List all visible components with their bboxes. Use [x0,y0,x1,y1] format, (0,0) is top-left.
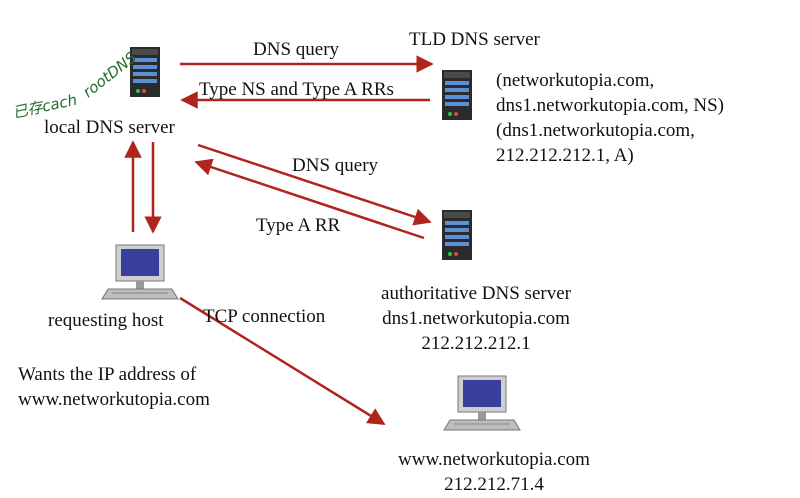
requesting-host-label: requesting host [48,310,164,331]
host-note-line-1: Wants the IP address of [18,364,197,385]
web-server-computer-icon [443,375,521,431]
web-server-label-line-2: 212.212.71.4 [444,474,544,495]
arrow-auth-query [197,143,432,226]
tld-record-line-2: dns1.networkutopia.com, NS) [496,95,724,116]
host-note-line-2: www.networkutopia.com [18,389,210,410]
label-auth-reply: Type A RR [256,215,341,236]
label-auth-query: DNS query [292,155,379,176]
tld-dns-server-label: TLD DNS server [409,29,541,50]
authoritative-label-line-3: 212.212.212.1 [421,333,530,354]
local-dns-server-label: local DNS server [44,117,176,138]
web-server-label-line-1: www.networkutopia.com [398,449,590,470]
label-tld-query: DNS query [253,39,340,60]
requesting-host-computer-icon [101,244,179,300]
arrow-auth-reply [194,158,425,240]
authoritative-dns-server-icon [442,210,472,260]
local-dns-server-icon [130,47,160,97]
authoritative-label-line-2: dns1.networkutopia.com [382,308,570,329]
authoritative-label-line-1: authoritative DNS server [381,283,572,304]
arrow-tcp-connection [179,296,386,426]
tld-dns-server-icon [442,70,472,120]
tld-record-line-3: (dns1.networkutopia.com, [496,120,695,141]
tld-record-line-4: 212.212.212.1, A) [496,145,634,166]
label-tld-reply: Type NS and Type A RRs [199,79,394,100]
label-tcp-connection: TCP connection [203,306,326,327]
tld-record-line-1: (networkutopia.com, [496,70,654,91]
